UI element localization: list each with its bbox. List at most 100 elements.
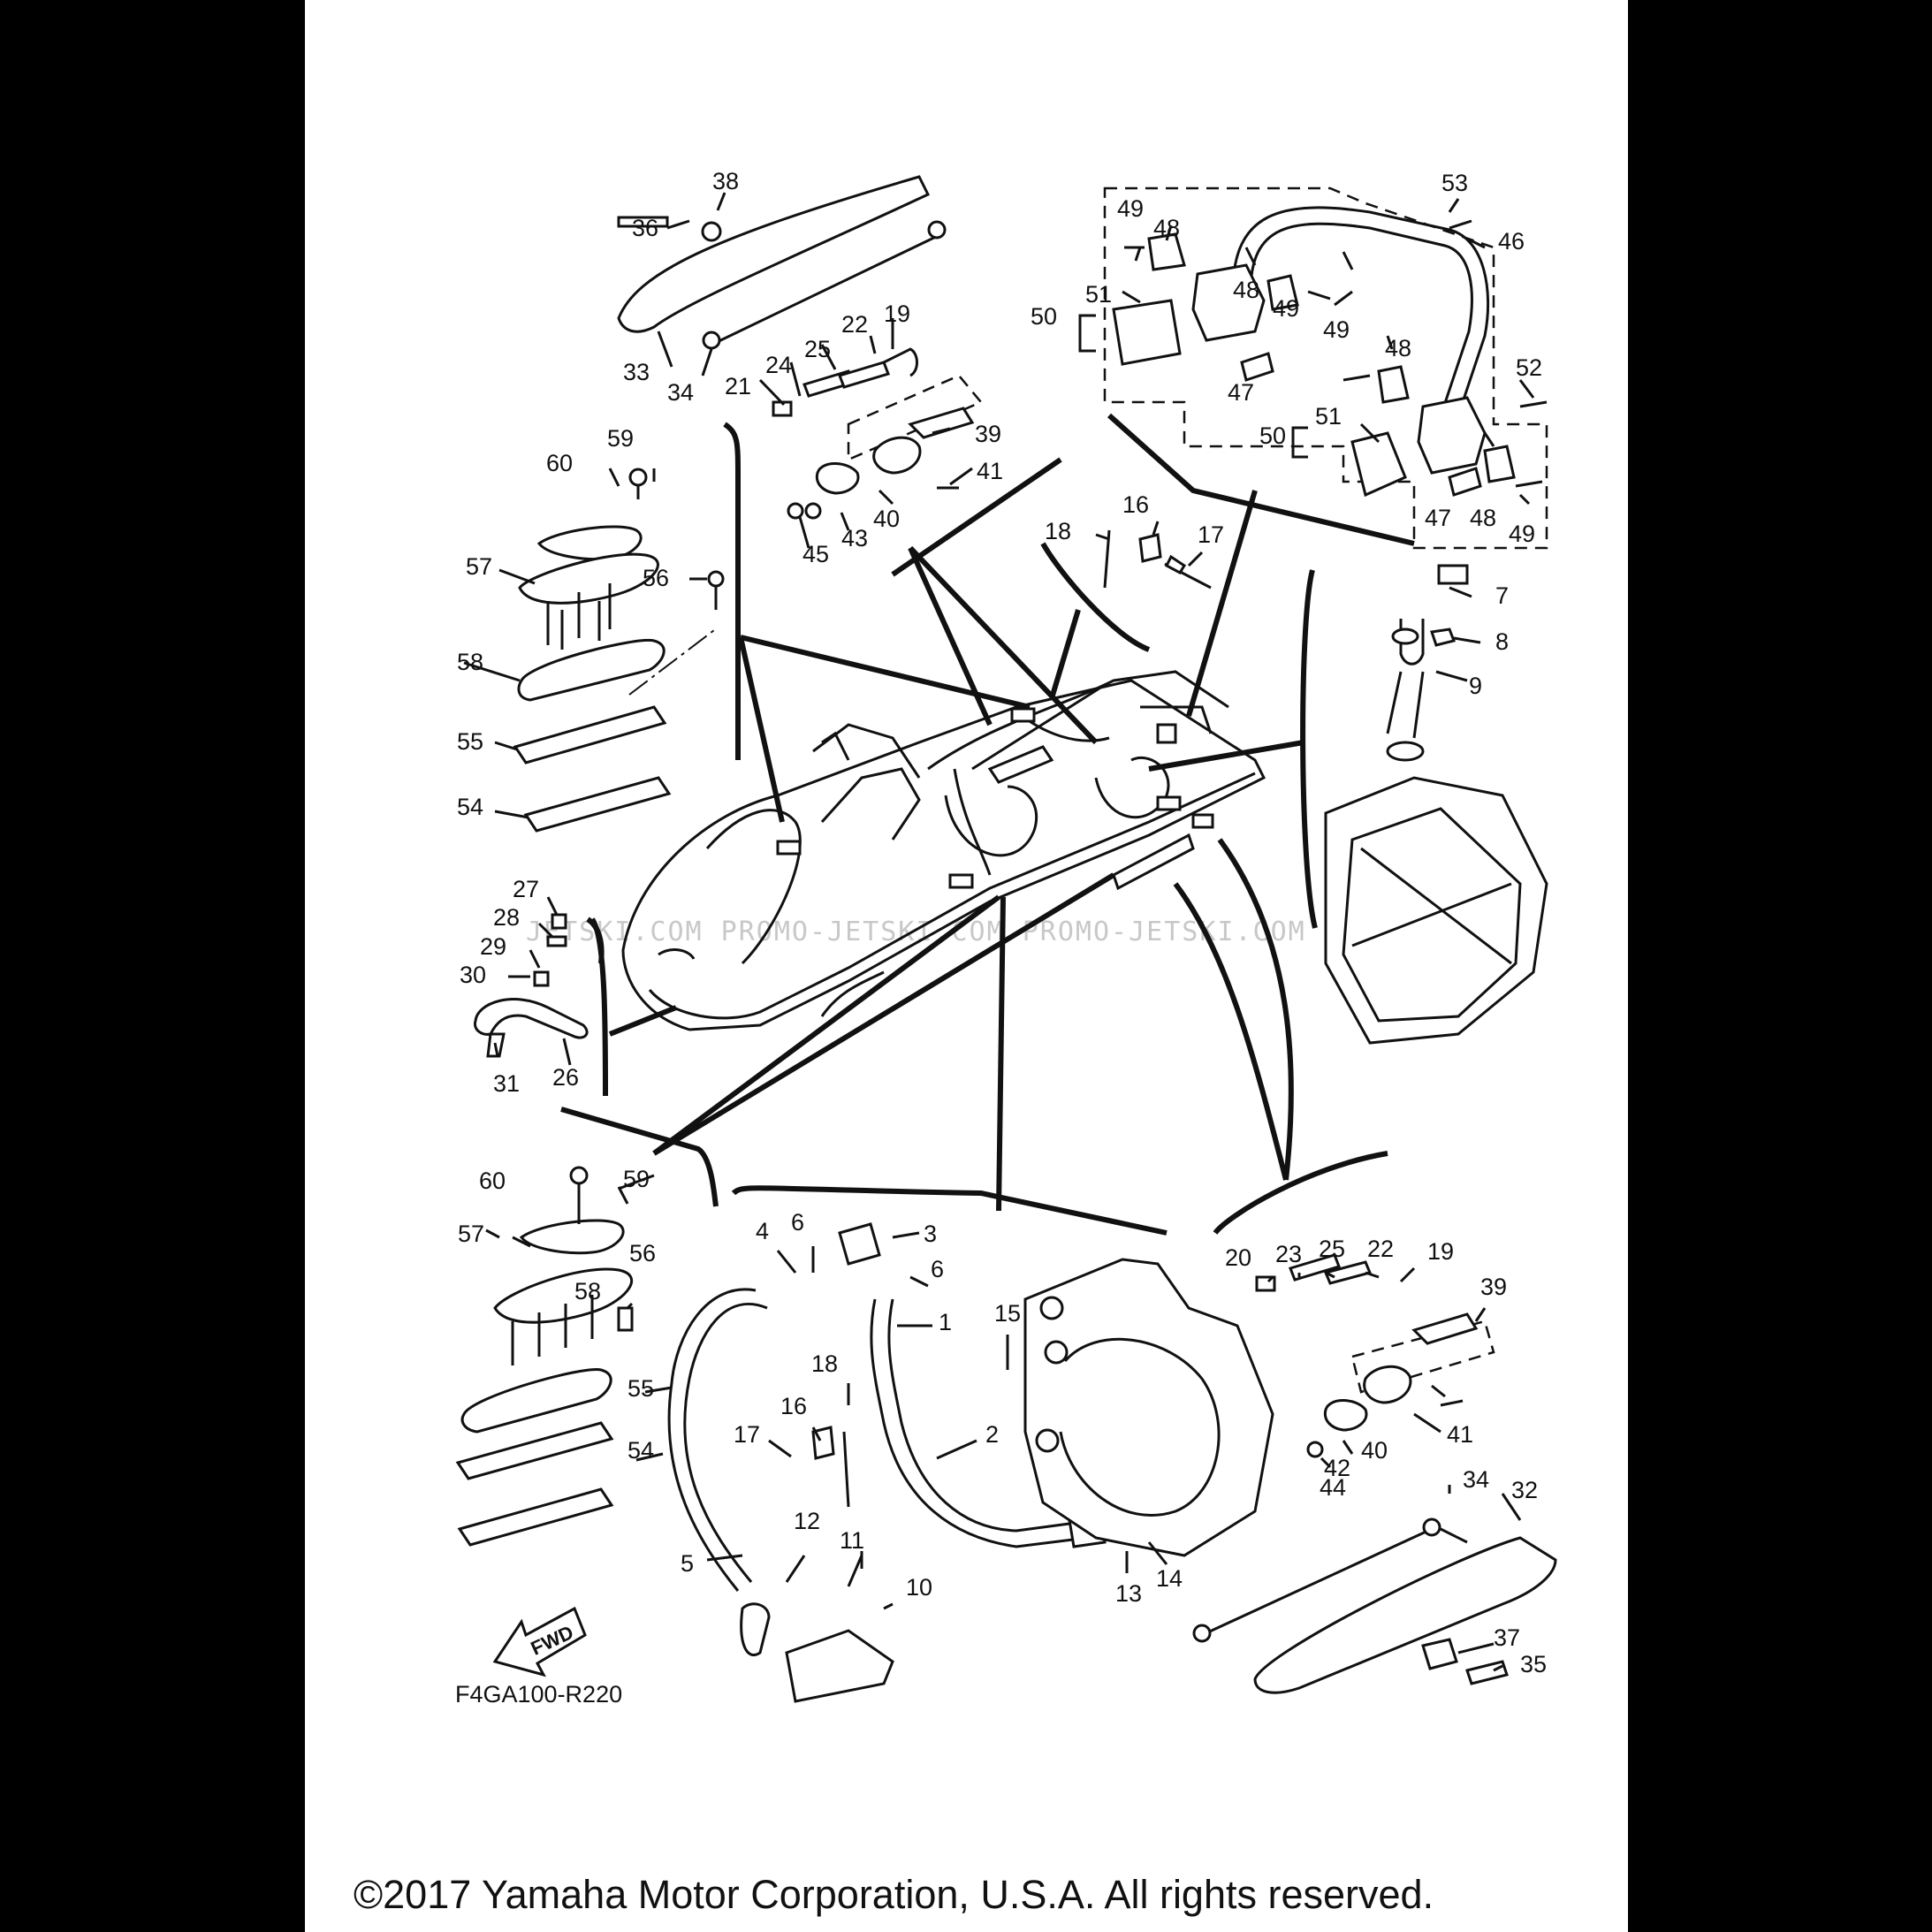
callout-49b: 49 [1273, 295, 1299, 322]
callout-54a: 54 [457, 794, 483, 820]
callout-58a: 58 [457, 649, 483, 675]
callout-27: 27 [513, 876, 539, 902]
callout-7: 7 [1495, 582, 1509, 609]
callout-40b: 40 [1361, 1437, 1388, 1464]
callout-56b: 56 [629, 1240, 656, 1266]
callout-15: 15 [994, 1300, 1021, 1327]
callout-34: 34 [667, 379, 694, 406]
callout-23: 23 [1275, 1241, 1302, 1267]
rub-rail-upper [617, 175, 947, 350]
callout-16b: 16 [780, 1393, 807, 1419]
callout-57a: 57 [466, 553, 492, 580]
diagram-reference-code: F4GA100-R220 [455, 1681, 623, 1708]
callout-11: 11 [840, 1527, 864, 1554]
callout-56a: 56 [643, 565, 669, 591]
callout-37: 37 [1494, 1624, 1520, 1651]
callout-60b: 60 [479, 1168, 506, 1194]
callout-25b: 25 [1319, 1236, 1345, 1262]
callout-33: 33 [623, 359, 650, 385]
tie-down-assembly-upper [772, 347, 984, 520]
copyright-notice: ©2017 Yamaha Motor Corporation, U.S.A. A… [354, 1872, 1434, 1917]
callout-26: 26 [552, 1064, 579, 1091]
callout-57b: 57 [458, 1221, 484, 1247]
cleat-assembly-lower [455, 1166, 634, 1547]
intake-housing-lower [1023, 1253, 1495, 1557]
callout-43: 43 [841, 525, 868, 551]
callout-3: 3 [924, 1221, 937, 1247]
watercraft-hull-illustration [621, 670, 1266, 1031]
callout-6b: 6 [931, 1256, 944, 1282]
callout-20: 20 [1225, 1244, 1251, 1271]
callout-4: 4 [756, 1218, 769, 1244]
callout-48c: 48 [1385, 335, 1411, 361]
callout-38: 38 [712, 168, 739, 194]
callout-39: 39 [975, 421, 1001, 447]
forward-direction-arrow: FWD [492, 1606, 587, 1677]
callout-55a: 55 [457, 728, 483, 755]
callout-54b: 54 [628, 1437, 654, 1464]
callout-18b: 18 [811, 1350, 838, 1377]
callout-17a: 17 [1198, 521, 1224, 548]
clip-assembly-upper [1103, 529, 1212, 589]
callout-47a: 47 [1228, 379, 1254, 406]
callout-34b: 34 [1463, 1466, 1489, 1493]
callout-22: 22 [841, 311, 868, 338]
callout-16a: 16 [1122, 491, 1149, 518]
callout-14: 14 [1156, 1565, 1183, 1592]
callout-53: 53 [1441, 170, 1468, 196]
callout-12: 12 [794, 1508, 820, 1534]
callout-29: 29 [480, 933, 506, 960]
callout-40: 40 [873, 506, 900, 532]
callout-13: 13 [1115, 1580, 1142, 1607]
callout-19b: 19 [1427, 1238, 1454, 1265]
callout-59a: 59 [607, 425, 634, 452]
callout-41: 41 [977, 458, 1003, 484]
grab-rail-assembly [1078, 186, 1548, 550]
callout-45: 45 [802, 541, 829, 567]
callout-35: 35 [1520, 1651, 1547, 1677]
callout-5: 5 [681, 1550, 694, 1577]
callout-55b: 55 [628, 1375, 654, 1402]
callout-49c: 49 [1323, 316, 1350, 343]
callout-39b: 39 [1480, 1274, 1507, 1300]
callout-28: 28 [493, 904, 520, 931]
callout-51a: 51 [1085, 281, 1112, 308]
callout-32: 32 [1511, 1477, 1538, 1503]
callout-52: 52 [1516, 354, 1542, 381]
cleat-assembly-upper [513, 468, 725, 833]
callout-47b: 47 [1425, 505, 1451, 531]
callout-8: 8 [1495, 628, 1509, 655]
callout-1: 1 [939, 1309, 952, 1335]
callout-25: 25 [804, 336, 831, 362]
callout-48a: 48 [1153, 215, 1180, 241]
callout-48d: 48 [1470, 505, 1496, 531]
callout-46: 46 [1498, 228, 1525, 255]
callout-58b: 58 [574, 1278, 601, 1304]
callout-50a: 50 [1031, 303, 1057, 330]
callout-22b: 22 [1367, 1236, 1394, 1262]
callout-leaders [463, 192, 1535, 1672]
callout-60a: 60 [546, 450, 573, 476]
callout-18a: 18 [1045, 518, 1071, 544]
jet-pump-housing [1324, 564, 1548, 1045]
callout-labels: 38 36 33 34 19 22 25 24 21 39 41 40 43 4… [457, 168, 1547, 1677]
callout-50b: 50 [1259, 422, 1286, 449]
callout-17b: 17 [734, 1421, 760, 1448]
callout-59b: 59 [623, 1166, 650, 1192]
callout-9: 9 [1469, 673, 1482, 699]
callout-31: 31 [493, 1070, 520, 1097]
callout-49d: 49 [1509, 521, 1535, 547]
callout-30: 30 [460, 962, 486, 988]
rub-rail-lower [1192, 1517, 1557, 1694]
callout-42: 42 [1324, 1455, 1350, 1481]
callout-10: 10 [906, 1574, 932, 1601]
callout-6a: 6 [791, 1209, 804, 1236]
hose-assembly-lower [667, 1222, 1107, 1703]
callout-48b: 48 [1233, 277, 1259, 303]
callout-44: 44 [1320, 1474, 1346, 1501]
callout-21: 21 [725, 373, 751, 399]
callout-36: 36 [632, 215, 658, 241]
callout-41b: 41 [1447, 1421, 1473, 1448]
